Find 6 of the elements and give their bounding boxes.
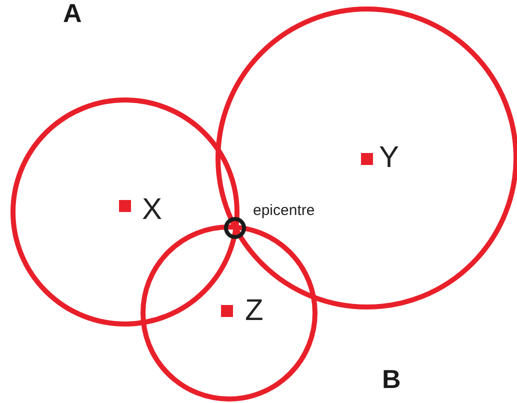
panel-letter: B [382, 366, 401, 392]
station-label: X [142, 195, 162, 225]
station-label: Z [245, 296, 264, 326]
epicentre-label: epicentre [253, 203, 315, 218]
station-label: Y [379, 143, 400, 173]
panel-letter: A [63, 0, 82, 26]
